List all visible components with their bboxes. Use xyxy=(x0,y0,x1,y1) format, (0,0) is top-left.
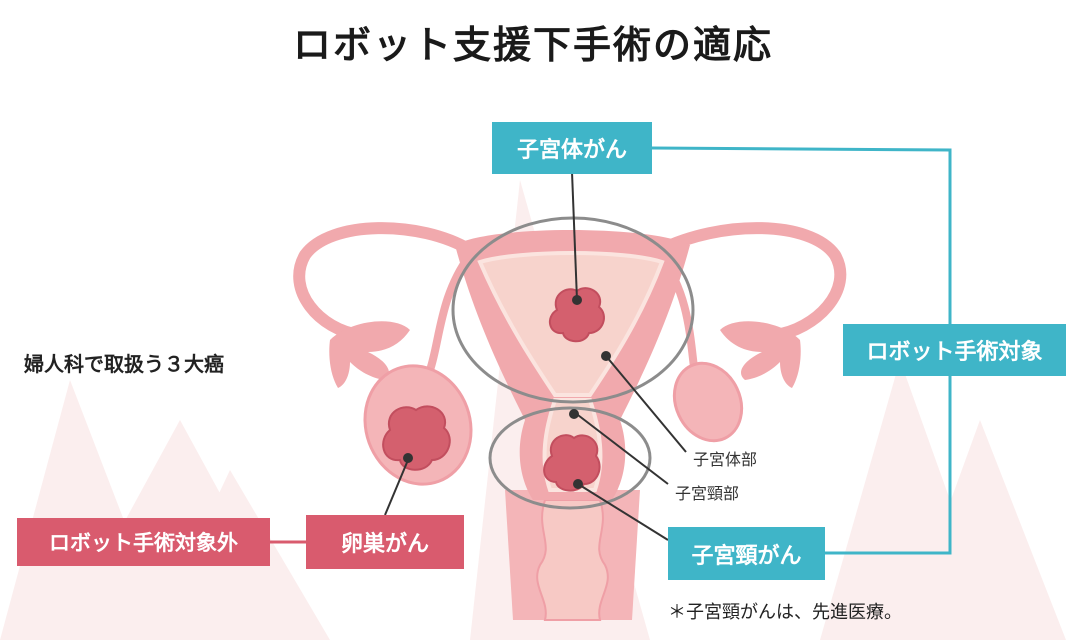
robot-non-target-box: ロボット手術対象外 xyxy=(17,518,270,566)
leader-lines xyxy=(384,171,687,541)
uterine-cancer-box: 子宮体がん xyxy=(492,122,652,174)
fimbriae xyxy=(329,321,801,388)
ovarian-tumor xyxy=(382,405,451,471)
cervix-highlight xyxy=(488,406,652,510)
robot-target-box: ロボット手術対象 xyxy=(843,324,1066,376)
uterine-body-label: 子宮体部 xyxy=(693,450,758,469)
right-ovary xyxy=(672,361,744,443)
ovarian-cancer-box: 卵巣がん xyxy=(306,515,464,569)
cervical-tumor xyxy=(543,434,601,492)
uterine-tumor xyxy=(548,287,605,343)
vagina-inner xyxy=(536,499,609,621)
page-title: ロボット支援下手術の適応 xyxy=(292,23,773,67)
three-cancers-label: 婦人科で取扱う３大癌 xyxy=(24,352,224,376)
advanced-medicine-note: ＊子宮頸がんは、先進医療。 xyxy=(668,602,902,623)
leader-dots xyxy=(403,295,611,489)
fallopian-tubes xyxy=(293,222,847,379)
cervical-cancer-box: 子宮頸がん xyxy=(668,527,825,580)
uterine-cervix-label: 子宮頸部 xyxy=(675,484,740,503)
